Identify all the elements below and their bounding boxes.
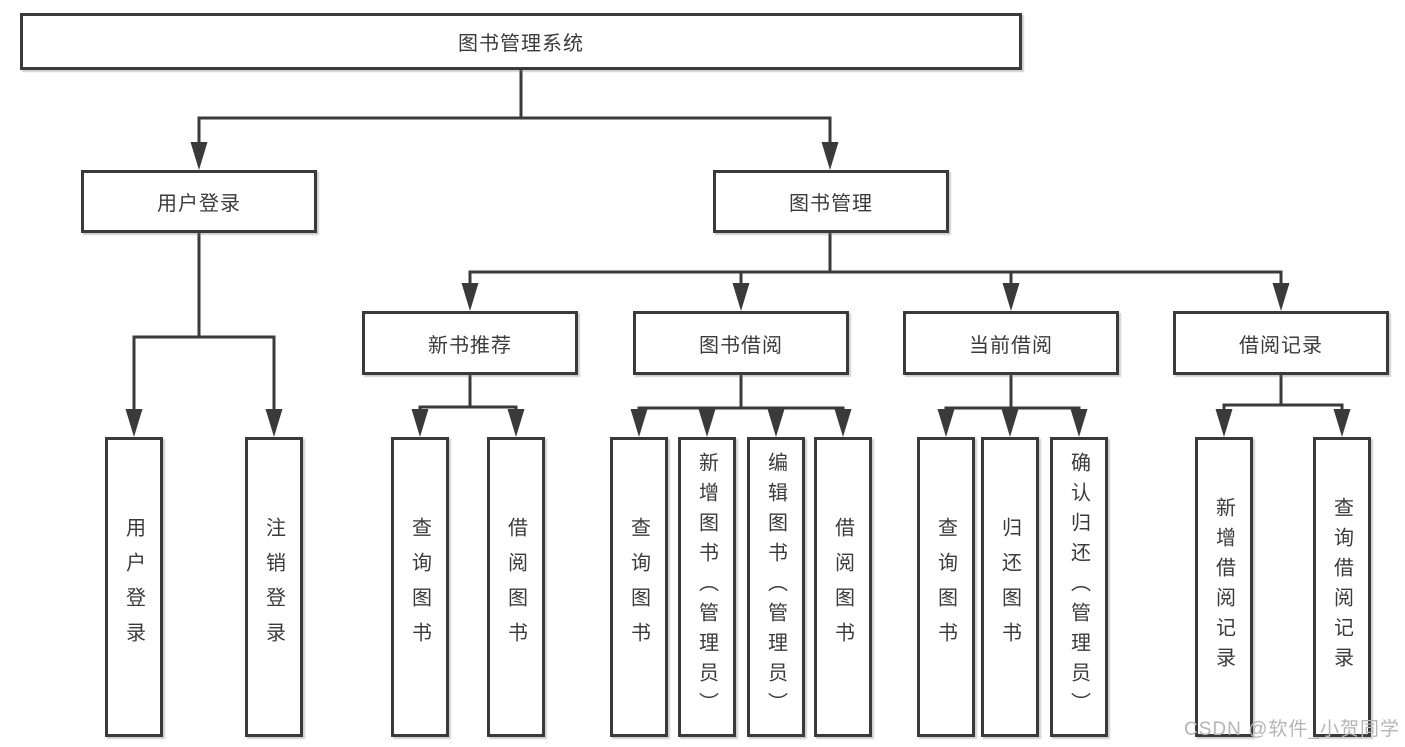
leaf-borrowing-edit-books: 编辑图书（管理员） — [747, 437, 805, 737]
leaf-records-query-record-label: 查询借阅记录 — [1330, 497, 1353, 677]
leaf-borrowing-add-books: 新增图书（管理员） — [678, 437, 736, 737]
leaf-current-return-books: 归还图书 — [981, 437, 1039, 737]
leaf-newbooks-borrow-books-label: 借阅图书 — [504, 517, 527, 657]
watermark: CSDN @软件_小贺同学 — [1184, 719, 1400, 740]
leaf-current-query-books-label: 查询图书 — [934, 517, 957, 657]
node-new-books-label: 新书推荐 — [428, 334, 512, 357]
node-new-books: 新书推荐 — [362, 311, 578, 375]
node-book-borrowing-label: 图书借阅 — [699, 334, 783, 357]
node-current-borrowing-label: 当前借阅 — [969, 334, 1053, 357]
leaf-borrowing-borrow-books-label: 借阅图书 — [831, 517, 854, 657]
node-user-login-branch: 用户登录 — [81, 170, 317, 233]
leaf-current-query-books: 查询图书 — [917, 437, 975, 737]
leaf-borrowing-query-books-label: 查询图书 — [627, 517, 650, 657]
leaf-records-add-record-label: 新增借阅记录 — [1212, 497, 1235, 677]
leaf-user-login-label: 用户登录 — [122, 517, 145, 657]
leaf-borrowing-edit-books-label: 编辑图书（管理员） — [764, 452, 787, 722]
leaf-borrowing-borrow-books: 借阅图书 — [814, 437, 872, 737]
leaf-borrowing-add-books-label: 新增图书（管理员） — [695, 452, 718, 722]
leaf-logout-label: 注销登录 — [262, 517, 285, 657]
node-borrow-records: 借阅记录 — [1173, 311, 1389, 375]
node-borrow-records-label: 借阅记录 — [1239, 334, 1323, 357]
node-root-label: 图书管理系统 — [458, 33, 584, 55]
leaf-records-query-record: 查询借阅记录 — [1313, 437, 1371, 737]
leaf-borrowing-query-books: 查询图书 — [610, 437, 668, 737]
leaf-user-login: 用户登录 — [105, 437, 163, 737]
leaf-newbooks-query-books-label: 查询图书 — [408, 517, 431, 657]
leaf-newbooks-query-books: 查询图书 — [391, 437, 449, 737]
leaf-current-return-books-label: 归还图书 — [998, 517, 1021, 657]
leaf-logout: 注销登录 — [245, 437, 303, 737]
leaf-records-add-record: 新增借阅记录 — [1195, 437, 1253, 737]
node-root: 图书管理系统 — [20, 13, 1022, 70]
node-user-login-branch-label: 用户登录 — [157, 193, 241, 215]
node-book-borrowing: 图书借阅 — [633, 311, 849, 375]
node-book-management-label: 图书管理 — [789, 193, 873, 215]
leaf-current-confirm-return: 确认归还（管理员） — [1050, 437, 1108, 737]
leaf-current-confirm-return-label: 确认归还（管理员） — [1067, 452, 1090, 722]
node-current-borrowing: 当前借阅 — [903, 311, 1119, 375]
leaf-newbooks-borrow-books: 借阅图书 — [487, 437, 545, 737]
node-book-management: 图书管理 — [713, 170, 949, 233]
